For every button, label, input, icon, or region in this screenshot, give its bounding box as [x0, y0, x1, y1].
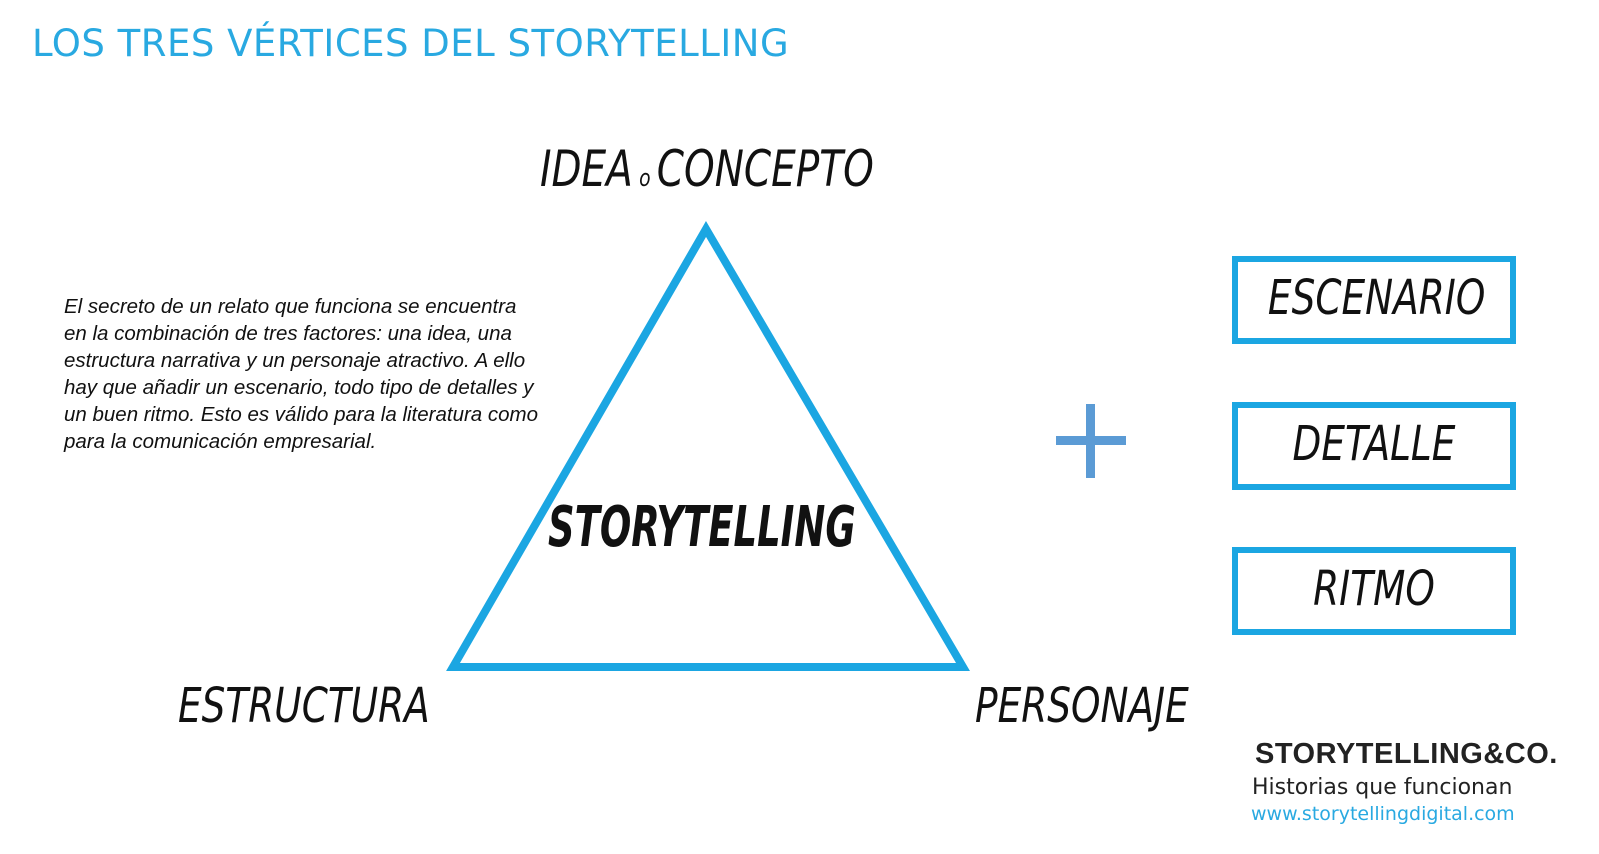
triangle-shape	[446, 221, 970, 671]
box-escenario: ESCENARIO	[1232, 256, 1516, 344]
box-ritmo-label: RITMO	[1313, 561, 1435, 617]
vertex-estructura: ESTRUCTURA	[178, 678, 430, 734]
triangle-center-label: STORYTELLING	[548, 495, 856, 560]
box-escenario-label: ESCENARIO	[1267, 270, 1486, 326]
plus-icon-vertical	[1086, 404, 1095, 478]
box-detalle: DETALLE	[1232, 402, 1516, 490]
box-detalle-label: DETALLE	[1292, 416, 1456, 472]
page-title: LOS TRES VÉRTICES DEL STORYTELLING	[32, 22, 790, 65]
vertex-connector: o	[639, 164, 651, 192]
brand-tagline: Historias que funcionan	[1252, 775, 1513, 800]
brand-website-link[interactable]: www.storytellingdigital.com	[1251, 803, 1515, 825]
brand-logo-name: STORYTELLING&CO.	[1255, 738, 1558, 770]
vertex-idea-label: IDEA	[540, 140, 633, 198]
box-ritmo: RITMO	[1232, 547, 1516, 635]
plus-icon	[1056, 404, 1126, 478]
description-text: El secreto de un relato que funciona se …	[64, 295, 539, 453]
vertex-personaje: PERSONAJE	[975, 678, 1189, 734]
vertex-concepto-label: CONCEPTO	[656, 140, 874, 198]
